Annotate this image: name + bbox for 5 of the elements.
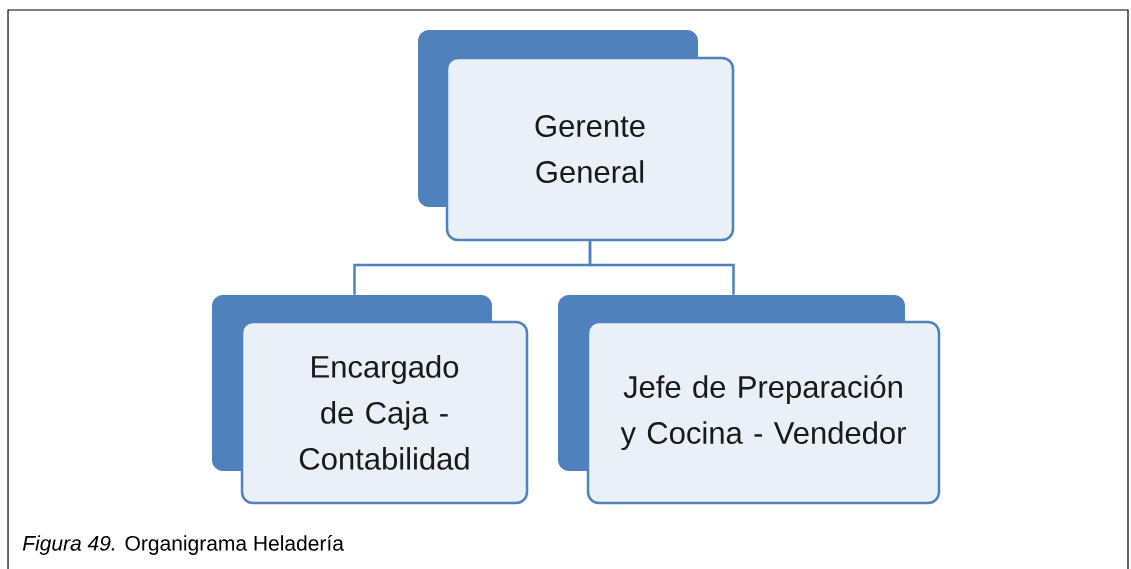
org-box: Encargado de Caja - Contabilidad xyxy=(212,295,529,505)
connector-line xyxy=(588,241,735,295)
figure-caption: Figura 49. Organigrama Heladería xyxy=(22,535,344,555)
org-box: Gerente General xyxy=(418,30,735,242)
org-box: Jefe de Preparación y Cocina - Vendedor xyxy=(558,295,941,505)
